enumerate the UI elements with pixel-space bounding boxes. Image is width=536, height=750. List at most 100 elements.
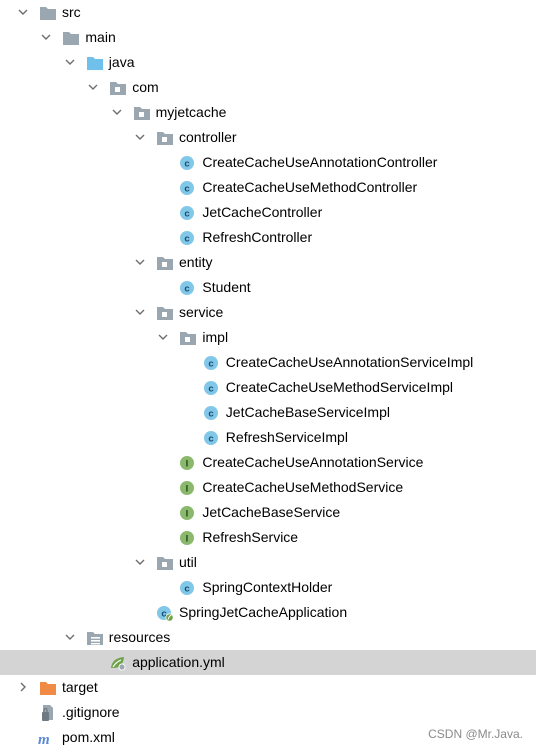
svg-text:c: c <box>208 409 213 420</box>
tree-item-label: Student <box>202 279 251 295</box>
tree-item-createcacheusemethodservice[interactable]: I CreateCacheUseMethodService <box>0 475 536 500</box>
tree-item-src[interactable]: src <box>0 0 536 25</box>
class-icon: c <box>202 354 222 372</box>
svg-text:c: c <box>185 209 190 220</box>
tree-item-label: util <box>179 554 197 570</box>
svg-text:c: c <box>208 384 213 395</box>
class-icon: c <box>202 404 222 422</box>
package-icon <box>155 254 175 272</box>
tree-item-label: myjetcache <box>155 104 227 120</box>
tree-item-service[interactable]: service <box>0 300 536 325</box>
chevron-down-icon[interactable] <box>16 0 30 25</box>
chevron-down-icon[interactable] <box>156 325 170 350</box>
svg-text:I: I <box>186 534 189 545</box>
chevron-down-icon[interactable] <box>63 625 77 650</box>
svg-text:c: c <box>185 234 190 245</box>
package-icon <box>108 79 128 97</box>
tree-item-label: pom.xml <box>62 729 115 745</box>
tree-item-label: src <box>62 4 81 20</box>
tree-item-label: SpringJetCacheApplication <box>179 604 348 620</box>
package-icon <box>155 554 175 572</box>
svg-text:c: c <box>208 434 213 445</box>
class-icon: c <box>178 204 198 222</box>
tree-item-controller[interactable]: controller <box>0 125 536 150</box>
chevron-down-icon[interactable] <box>133 550 147 575</box>
class-icon: c <box>178 154 198 172</box>
tree-item-label: CreateCacheUseAnnotationService <box>202 454 424 470</box>
tree-item-impl[interactable]: impl <box>0 325 536 350</box>
resources-folder-icon <box>85 629 105 647</box>
tree-item-label: controller <box>179 129 237 145</box>
tree-item-main[interactable]: main <box>0 25 536 50</box>
tree-item-label: CreateCacheUseAnnotationServiceImpl <box>225 354 474 370</box>
class-icon: c <box>178 179 198 197</box>
tree-item-entity[interactable]: entity <box>0 250 536 275</box>
svg-text:c: c <box>161 609 166 620</box>
folder-gray-icon <box>38 4 58 22</box>
tree-item-label: CreateCacheUseMethodService <box>202 479 404 495</box>
tree-item-myjetcache[interactable]: myjetcache <box>0 100 536 125</box>
package-icon <box>155 304 175 322</box>
chevron-down-icon[interactable] <box>133 300 147 325</box>
tree-item-label: JetCacheBaseService <box>202 504 341 520</box>
interface-icon: I <box>178 479 198 497</box>
gitignore-icon <box>38 704 58 722</box>
class-icon: c <box>178 229 198 247</box>
chevron-down-icon[interactable] <box>133 250 147 275</box>
tree-item-resources[interactable]: resources <box>0 625 536 650</box>
tree-item-createcacheuseannotationservice[interactable]: I CreateCacheUseAnnotationService <box>0 450 536 475</box>
tree-item-label: CreateCacheUseMethodServiceImpl <box>225 379 454 395</box>
package-icon <box>178 329 198 347</box>
svg-text:I: I <box>186 459 189 470</box>
svg-text:c: c <box>208 359 213 370</box>
tree-item-createcacheuseannotationserviceimpl[interactable]: c CreateCacheUseAnnotationServiceImpl <box>0 350 536 375</box>
tree-item-label: JetCacheBaseServiceImpl <box>225 404 390 420</box>
tree-item-util[interactable]: util <box>0 550 536 575</box>
tree-item-refreshcontroller[interactable]: c RefreshController <box>0 225 536 250</box>
tree-item-com[interactable]: com <box>0 75 536 100</box>
tree-item-springjetcacheapplication[interactable]: c SpringJetCacheApplication <box>0 600 536 625</box>
chevron-right-icon[interactable] <box>16 675 30 700</box>
svg-text:I: I <box>186 484 189 495</box>
chevron-down-icon[interactable] <box>63 50 77 75</box>
folder-orange-icon <box>38 679 58 697</box>
svg-text:c: c <box>185 584 190 595</box>
tree-item-label: RefreshController <box>202 229 313 245</box>
interface-icon: I <box>178 454 198 472</box>
tree-item-label: service <box>179 304 224 320</box>
spring-class-icon: c <box>155 604 175 622</box>
tree-item-target[interactable]: target <box>0 675 536 700</box>
tree-item-label: java <box>108 54 135 70</box>
tree-item-createcacheusemethodserviceimpl[interactable]: c CreateCacheUseMethodServiceImpl <box>0 375 536 400</box>
tree-item-label: JetCacheController <box>202 204 323 220</box>
class-icon: c <box>178 579 198 597</box>
tree-item-jetcachebaseservice[interactable]: I JetCacheBaseService <box>0 500 536 525</box>
svg-text:I: I <box>186 509 189 520</box>
tree-item-application-yml[interactable]: application.yml <box>0 650 536 675</box>
package-icon <box>132 104 152 122</box>
svg-text:c: c <box>185 159 190 170</box>
chevron-down-icon[interactable] <box>133 125 147 150</box>
chevron-down-icon[interactable] <box>110 100 124 125</box>
chevron-down-icon[interactable] <box>39 25 53 50</box>
tree-item-jetcachebaseserviceimpl[interactable]: c JetCacheBaseServiceImpl <box>0 400 536 425</box>
chevron-down-icon[interactable] <box>86 75 100 100</box>
folder-blue-icon <box>85 54 105 72</box>
tree-item-jetcachecontroller[interactable]: c JetCacheController <box>0 200 536 225</box>
tree-item-label: .gitignore <box>62 704 120 720</box>
tree-item-label: target <box>62 679 98 695</box>
tree-item-gitignore[interactable]: .gitignore <box>0 700 536 725</box>
tree-item-label: application.yml <box>132 654 225 670</box>
tree-item-java[interactable]: java <box>0 50 536 75</box>
tree-item-refreshserviceimpl[interactable]: c RefreshServiceImpl <box>0 425 536 450</box>
tree-item-label: main <box>85 29 116 45</box>
interface-icon: I <box>178 529 198 547</box>
tree-item-label: RefreshServiceImpl <box>225 429 348 445</box>
